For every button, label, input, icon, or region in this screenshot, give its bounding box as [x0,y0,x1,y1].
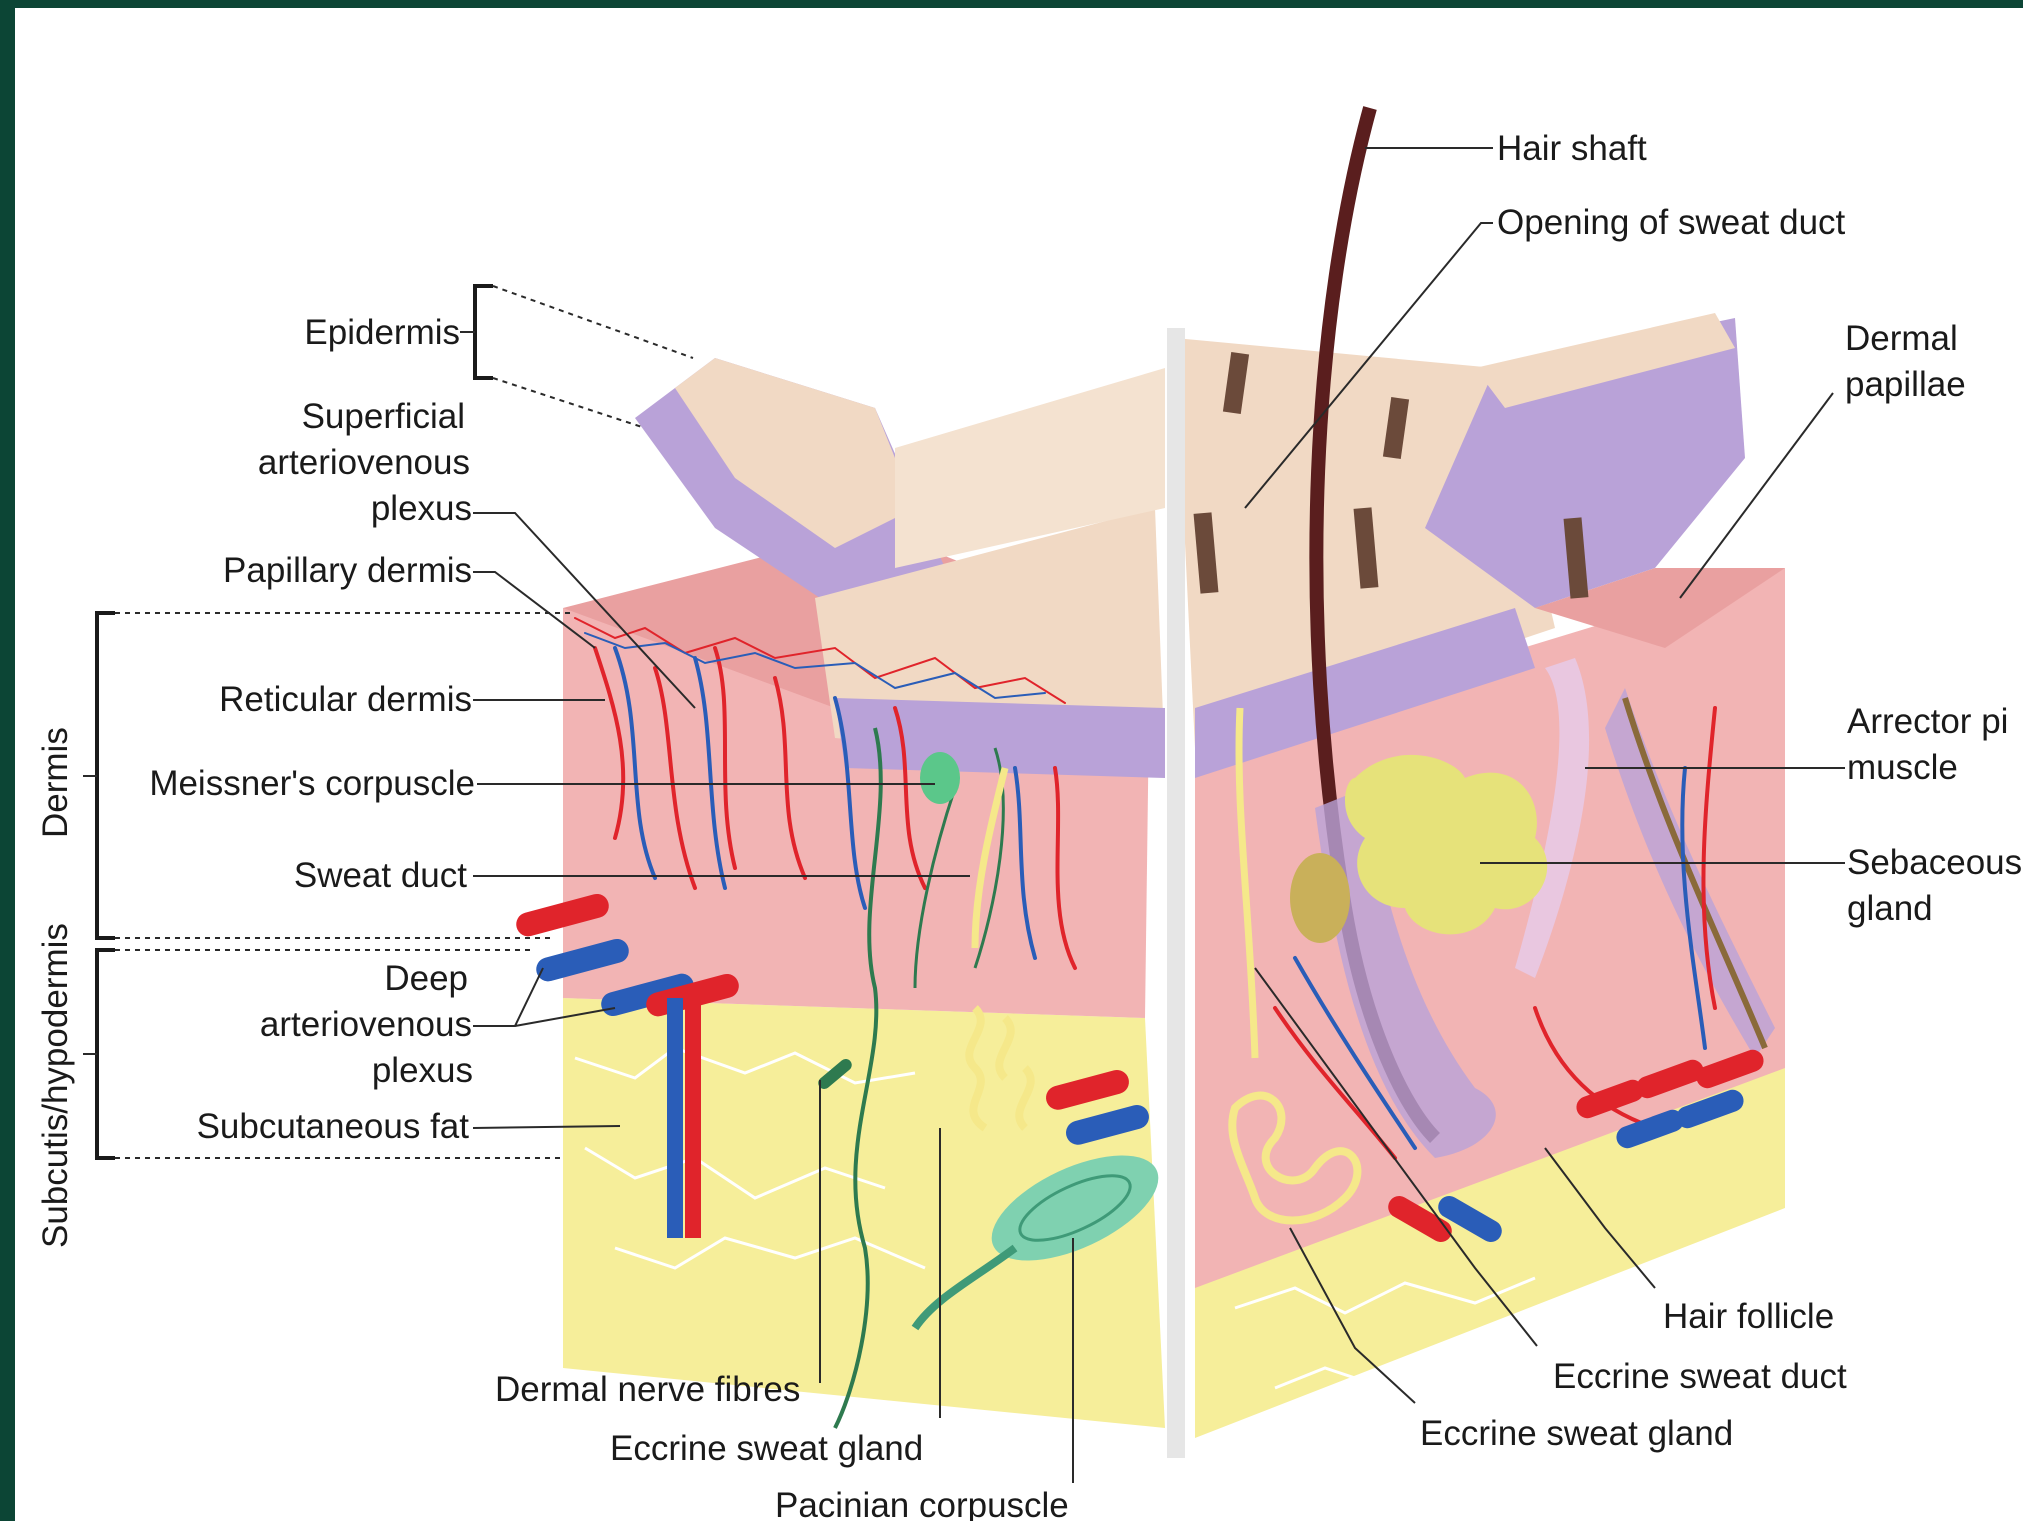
label-superficial-plexus-1: Superficial [302,397,465,436]
label-dermal-nerve-fibres: Dermal nerve fibres [495,1370,800,1409]
label-dermal-papillae-2: papillae [1845,365,1966,404]
label-opening-sweat-duct: Opening of sweat duct [1497,203,1846,242]
label-reticular-dermis: Reticular dermis [219,680,472,719]
label-eccrine-sweat-gland-right: Eccrine sweat gland [1420,1414,1733,1453]
label-hair-follicle: Hair follicle [1663,1297,1834,1336]
label-superficial-plexus-3: plexus [371,489,472,528]
label-eccrine-sweat-duct: Eccrine sweat duct [1553,1357,1847,1396]
descending-vein [667,998,683,1238]
label-sebaceous-gland-1: Sebaceous [1847,843,2022,882]
label-meissners-corpuscle: Meissner's corpuscle [149,764,475,803]
label-eccrine-sweat-gland-left: Eccrine sweat gland [610,1429,923,1468]
label-dermal-papillae-1: Dermal [1845,319,1958,358]
label-subcutis-side: Subcutis/hypodermis [36,923,75,1248]
skin-structure-figure: Epidermis Superficial arteriovenous plex… [15,8,2023,1521]
label-sweat-duct: Sweat duct [294,856,467,895]
label-deep-plexus-3: plexus [372,1051,473,1090]
label-papillary-dermis: Papillary dermis [223,551,472,590]
label-deep-plexus-2: arteriovenous [260,1005,472,1044]
label-deep-plexus-1: Deep [384,959,468,998]
label-pacinian-corpuscle: Pacinian corpuscle [775,1486,1069,1521]
label-hair-shaft: Hair shaft [1497,129,1647,168]
label-epidermis: Epidermis [304,313,460,352]
diagram-canvas: Epidermis Superficial arteriovenous plex… [15,8,2023,1521]
label-arrector-pili-1: Arrector pi [1847,702,2008,741]
left-skin-block [563,358,1165,1428]
label-arrector-pili-2: muscle [1847,748,1958,787]
label-dermis-side: Dermis [36,727,75,838]
label-subcutaneous-fat: Subcutaneous fat [197,1107,470,1146]
label-superficial-plexus-2: arteriovenous [258,443,470,482]
meissners-corpuscle-shape [920,752,960,804]
descending-artery [685,998,701,1238]
section-divider [1167,328,1185,1458]
label-sebaceous-gland-2: gland [1847,889,1933,928]
sebaceous-gland-small [1290,853,1350,943]
